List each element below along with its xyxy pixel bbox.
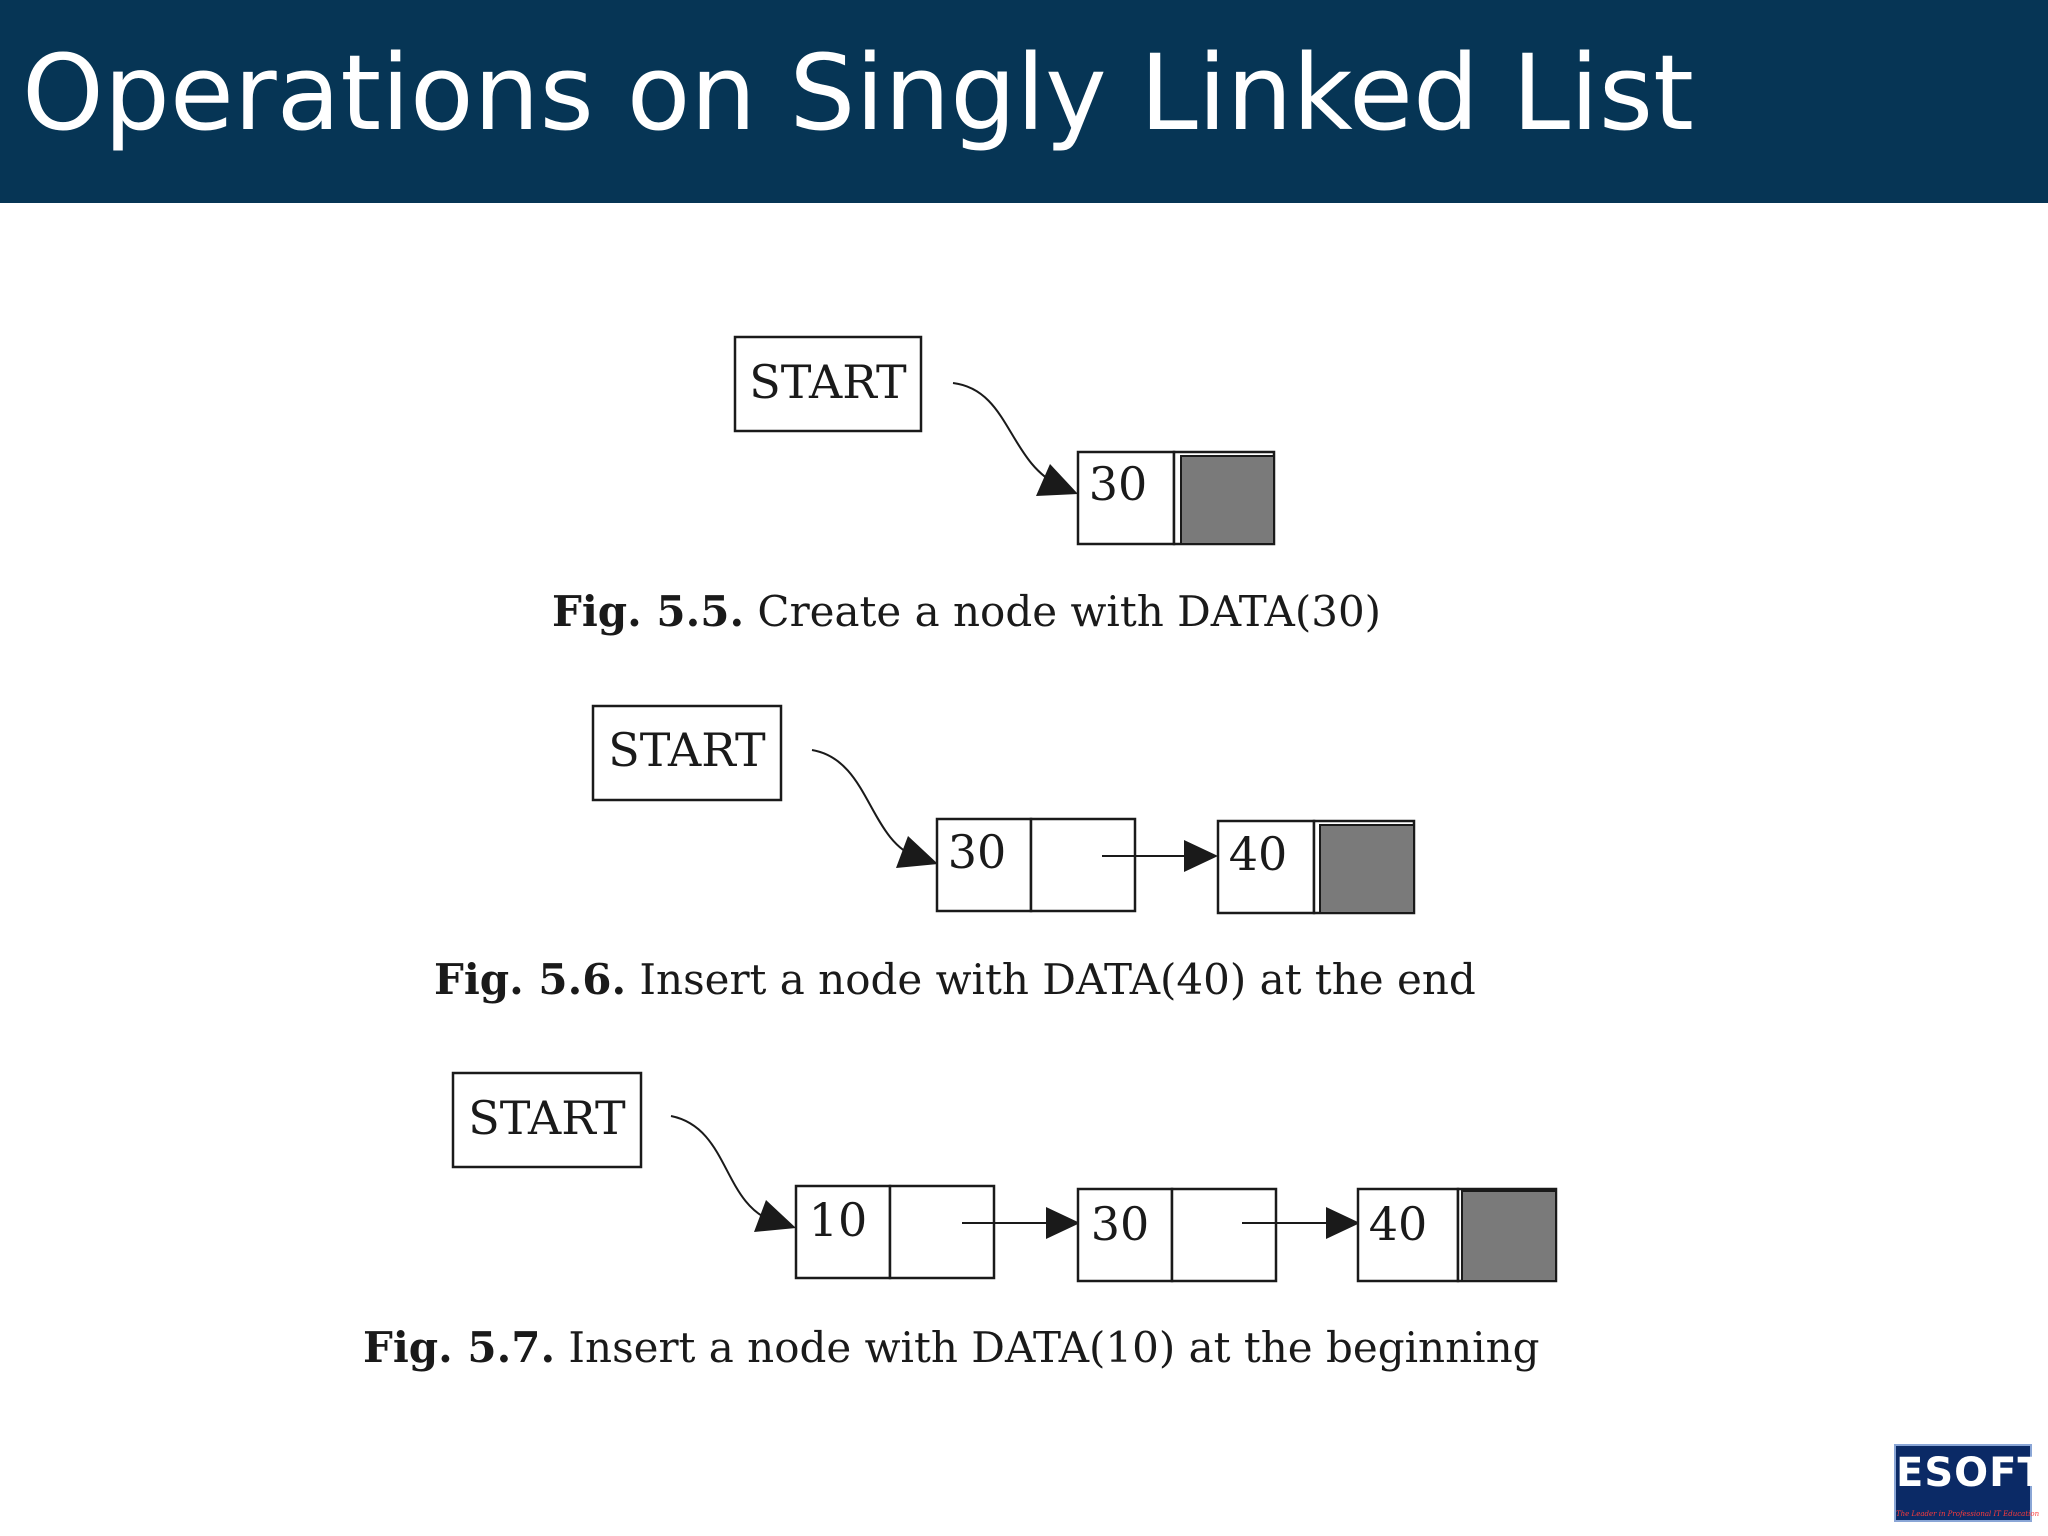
arrowhead-icon [754, 1200, 796, 1232]
logo-tagline: The Leader in Professional IT Education [1896, 1510, 2040, 1518]
caption-ref: Fig. 5.7. [363, 1323, 555, 1372]
list-node: 30 [935, 817, 1137, 913]
node-value: 30 [948, 825, 1007, 879]
figure-caption: Fig. 5.7. Insert a node with DATA(10) at… [363, 1323, 1540, 1372]
node-value: 30 [1091, 1197, 1150, 1251]
list-node: 30 [1076, 1187, 1278, 1283]
start-label: START [468, 1091, 626, 1145]
start-box [591, 704, 783, 802]
caption-text: Insert a node with DATA(40) at the end [626, 955, 1476, 1004]
node-next-cell [1029, 817, 1137, 913]
node-next-cell [1170, 1187, 1278, 1283]
figure-5-5: START 30 Fig. 5.5. Create a node with DA… [552, 335, 1381, 636]
node-value: 10 [809, 1193, 868, 1247]
caption-text: Create a node with DATA(30) [744, 587, 1381, 636]
figure-caption: Fig. 5.5. Create a node with DATA(30) [552, 587, 1381, 636]
start-pointer-arrow [670, 1115, 776, 1223]
list-node: 40 [1356, 1187, 1558, 1283]
node-data-cell [935, 817, 1033, 913]
arrowhead-icon [1046, 1207, 1080, 1239]
figure-5-6: START 30 40 Fig. 5.6. Insert a node with… [434, 704, 1476, 1004]
esoft-logo: ESOFT The Leader in Professional IT Educ… [1894, 1444, 2046, 1522]
logo-text: ESOFT [1896, 1450, 2046, 1496]
null-pointer-block [1180, 455, 1275, 545]
node-value: 30 [1089, 457, 1148, 511]
caption-ref: Fig. 5.6. [434, 955, 626, 1004]
start-box [451, 1071, 643, 1169]
arrowhead-icon [896, 836, 938, 868]
arrowhead-icon [1326, 1207, 1360, 1239]
start-pointer-arrow [811, 749, 919, 859]
null-pointer-block [1319, 824, 1415, 914]
slide-title: Operations on Singly Linked List [22, 32, 1694, 154]
arrowhead-icon [1036, 464, 1078, 496]
start-label: START [749, 355, 907, 409]
node-data-cell [1216, 819, 1316, 915]
start-box [733, 335, 923, 433]
start-label: START [608, 723, 766, 777]
null-pointer-block [1461, 1190, 1557, 1282]
node-value: 40 [1369, 1197, 1428, 1251]
start-pointer-arrow [952, 382, 1061, 487]
list-node: 40 [1216, 819, 1416, 915]
node-data-cell [794, 1184, 892, 1280]
arrowhead-icon [1184, 840, 1218, 872]
node-data-cell [1356, 1187, 1460, 1283]
caption-ref: Fig. 5.5. [552, 587, 744, 636]
title-bar: Operations on Singly Linked List [0, 0, 2048, 203]
node-next-cell [888, 1184, 996, 1280]
list-node: 30 [1076, 450, 1276, 546]
caption-text: Insert a node with DATA(10) at the begin… [555, 1323, 1539, 1372]
list-node: 10 [794, 1184, 996, 1280]
node-value: 40 [1229, 827, 1288, 881]
figure-5-7: START 10 30 40 F [363, 1071, 1558, 1372]
figure-caption: Fig. 5.6. Insert a node with DATA(40) at… [434, 955, 1476, 1004]
